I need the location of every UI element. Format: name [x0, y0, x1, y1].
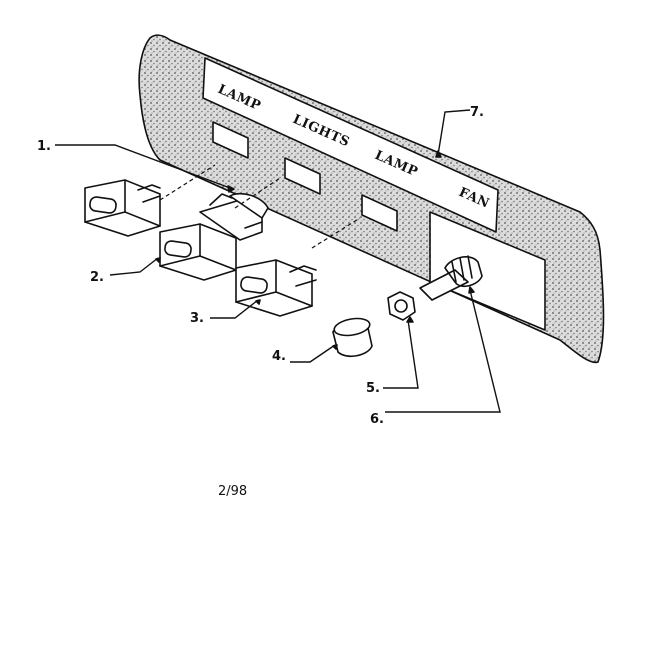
label-strip — [202, 57, 499, 233]
fan-control-shaft — [419, 255, 483, 301]
leader-3 — [210, 299, 259, 319]
leader-1 — [55, 144, 231, 189]
fan-recess — [429, 211, 546, 331]
callout-2: 2. — [90, 270, 104, 285]
callout-3: 3. — [190, 311, 204, 326]
switch-cutout-3 — [361, 194, 398, 232]
fan-knob — [332, 317, 373, 358]
switch-cutout-1 — [212, 121, 249, 159]
leader-6 — [385, 289, 501, 413]
leader-5 — [383, 319, 419, 389]
callout-6: 6. — [370, 412, 384, 427]
rocker-switch-2 — [159, 177, 281, 281]
callout-7: 7. — [470, 105, 484, 120]
leader-4 — [290, 344, 336, 363]
leader-2 — [109, 257, 159, 276]
revision-date: 2/98 — [218, 484, 247, 499]
callout-4: 4. — [272, 349, 286, 364]
switch-cutout-2 — [284, 157, 321, 195]
rocker-switch-1 — [84, 164, 216, 237]
leader-7 — [437, 109, 471, 156]
callout-1: 1. — [37, 139, 51, 154]
hex-nut — [387, 291, 416, 321]
callout-5: 5. — [366, 381, 380, 396]
control-panel: LAMP LIGHTS LAMP FAN — [138, 34, 605, 364]
callout-leaders — [55, 109, 501, 413]
